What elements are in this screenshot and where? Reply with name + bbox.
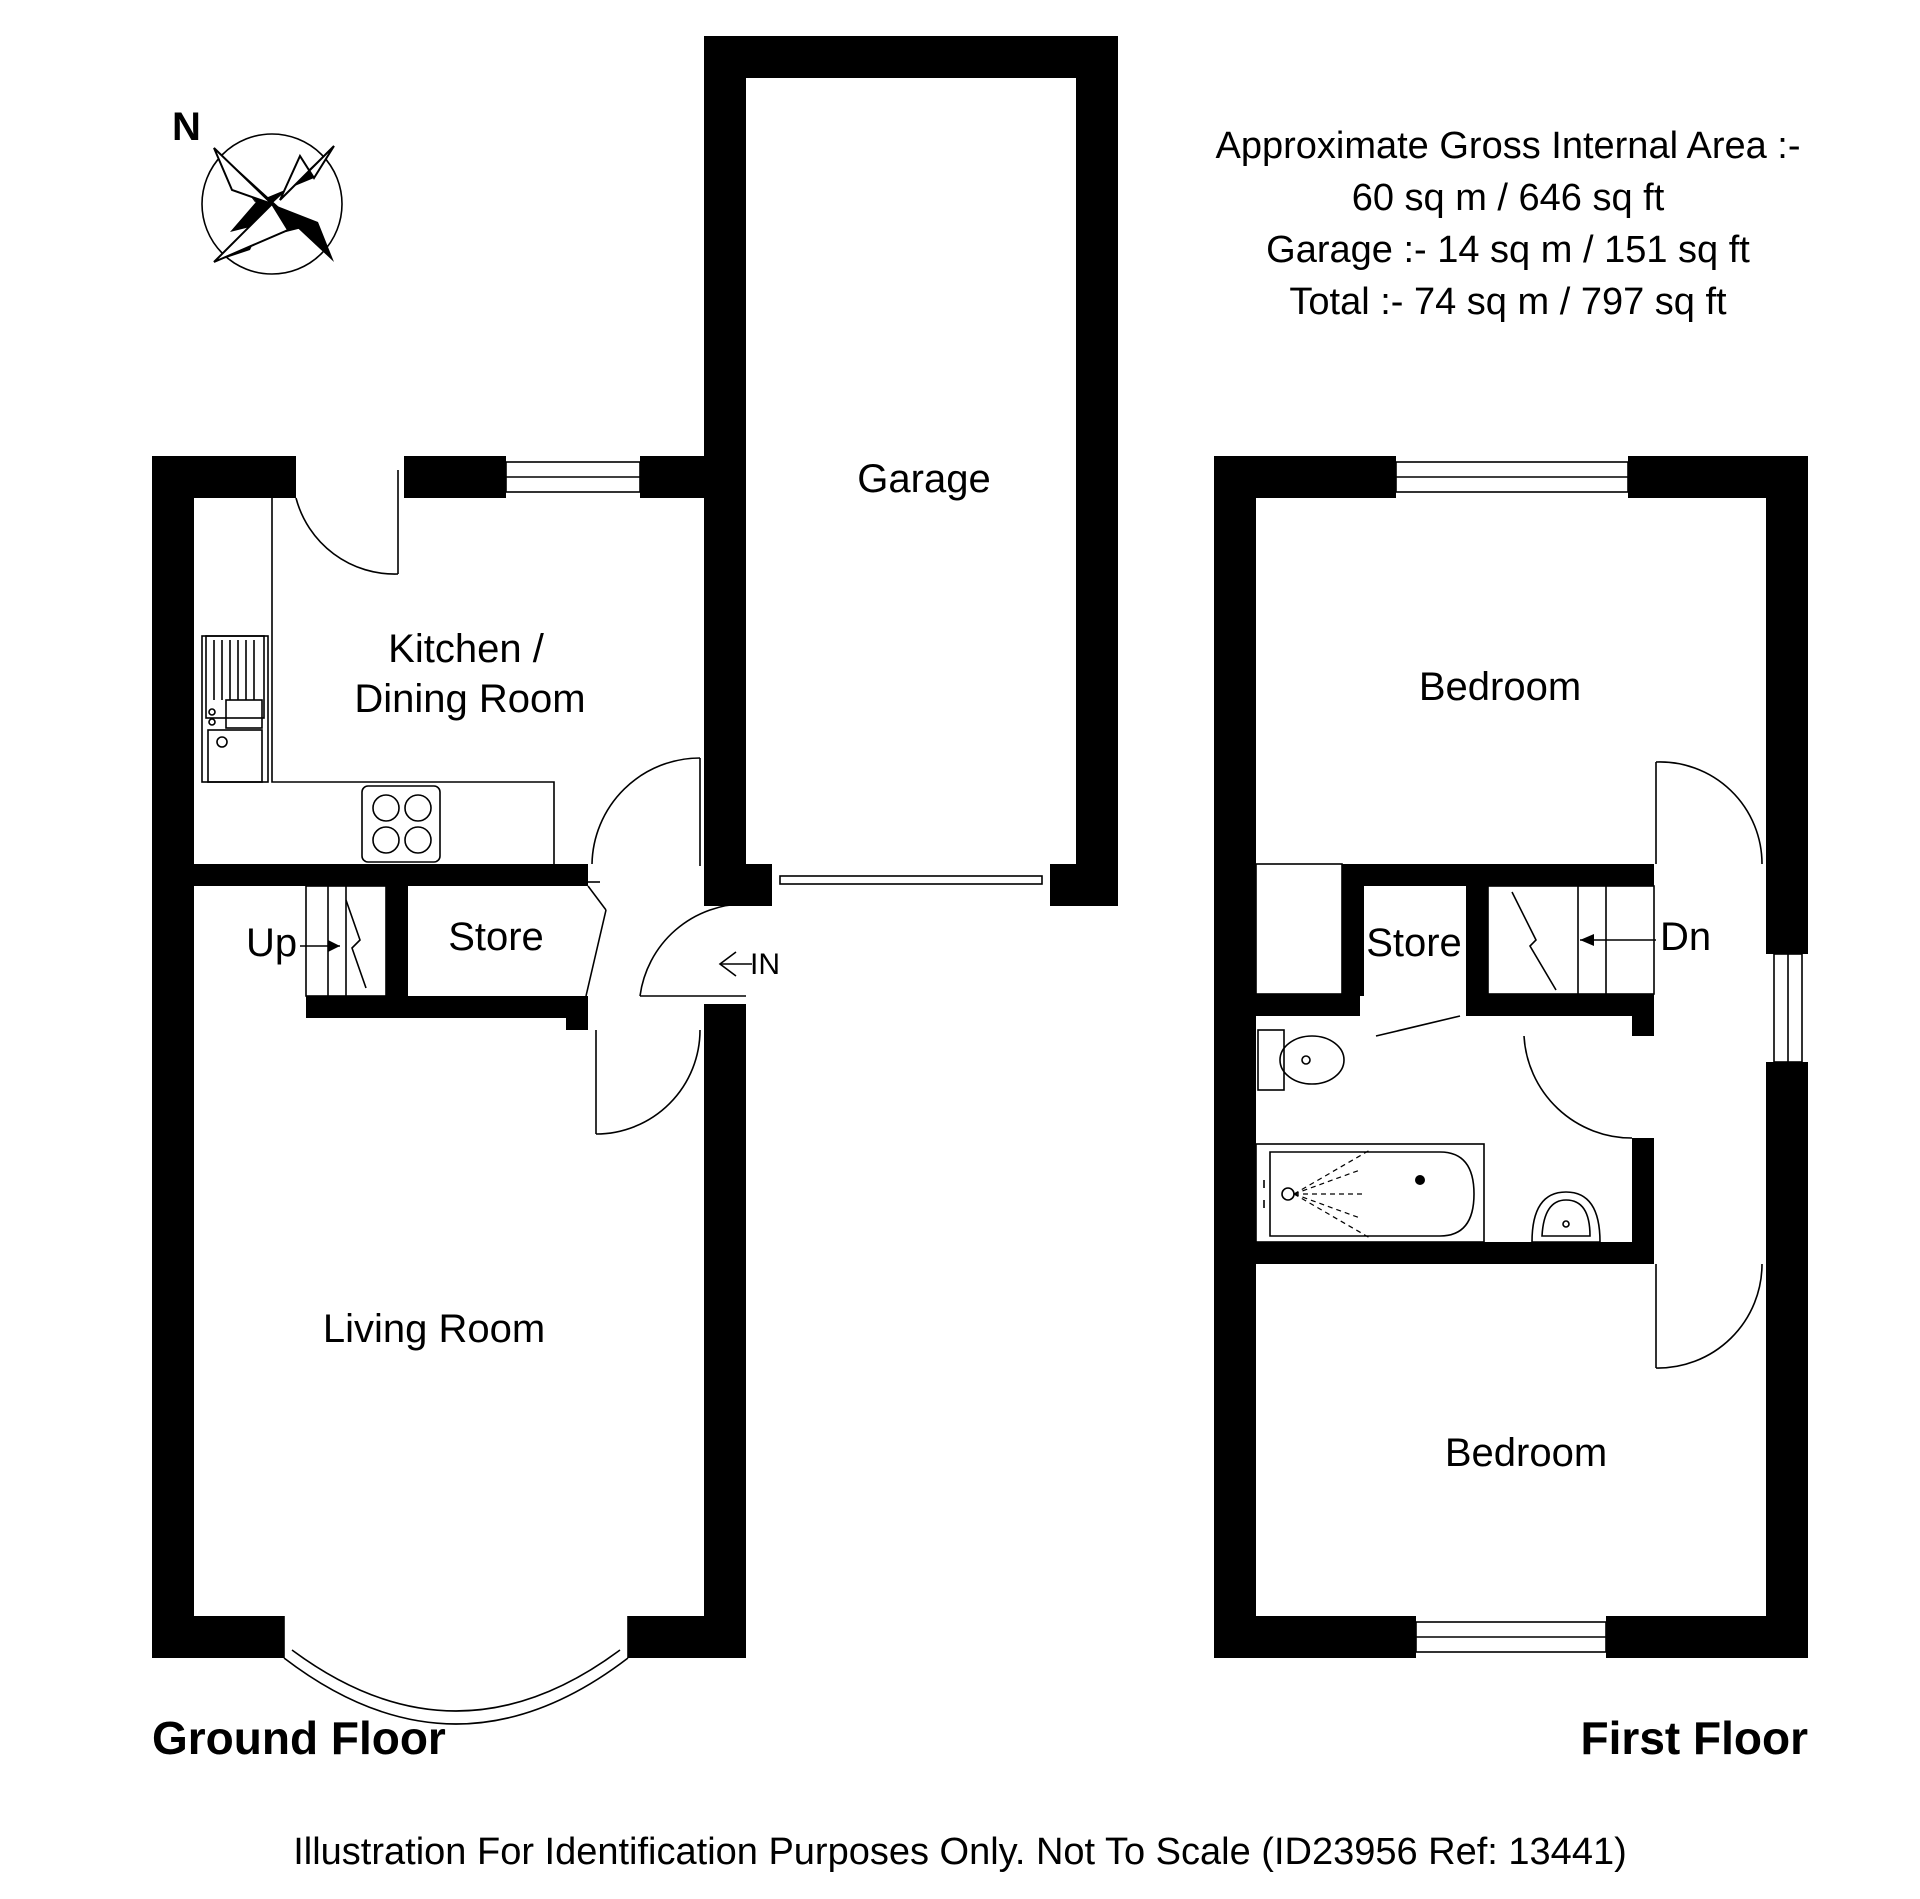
bath-icon [1255,1143,1485,1243]
basin-icon [1531,1191,1601,1243]
room-label-living: Living Room [323,1307,545,1351]
room-label-store-first: Store [1366,921,1462,965]
stairs-down [1487,885,1656,995]
ground-floor-plan: Kitchen / Dining Room Store Living Room … [152,456,780,1725]
entrance-label: IN [750,948,780,981]
room-label-bedroom-bottom: Bedroom [1445,1431,1607,1475]
first-floor-plan: Bedroom Store Bedroom Dn [1214,456,1808,1658]
area-summary: Approximate Gross Internal Area :- 60 sq… [1215,125,1800,323]
stairs-up-label: Up [246,921,297,965]
north-compass-icon [201,133,343,275]
area-line-2: 60 sq m / 646 sq ft [1352,177,1665,219]
room-label-kitchen-line2: Dining Room [354,677,585,721]
room-label-kitchen-line1: Kitchen / [388,627,545,671]
first-floor-title: First Floor [1581,1712,1809,1764]
hob-icon [361,785,441,863]
ground-floor-title: Ground Floor [152,1712,446,1764]
room-label-bedroom-top: Bedroom [1419,665,1581,709]
stairs-up [300,885,387,997]
room-label-store-ground: Store [448,915,544,959]
area-line-1: Approximate Gross Internal Area :- [1215,125,1800,167]
area-line-4: Total :- 74 sq m / 797 sq ft [1289,281,1727,323]
garage-plan: Garage [704,36,1118,906]
stairs-down-label: Dn [1660,915,1711,959]
entrance-arrow-icon [718,951,752,977]
compass-label: N [172,105,201,149]
room-label-garage: Garage [857,457,990,501]
toilet-icon [1257,1029,1345,1091]
area-line-3: Garage :- 14 sq m / 151 sq ft [1266,229,1750,271]
sink-icon [207,640,263,783]
disclaimer-footer: Illustration For Identification Purposes… [293,1831,1627,1873]
